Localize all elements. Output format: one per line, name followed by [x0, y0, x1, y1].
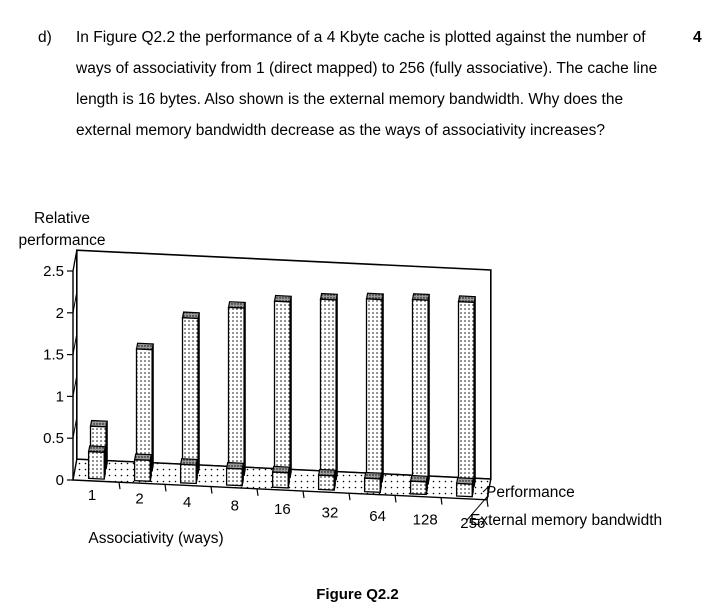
bar-front: [409, 480, 427, 496]
bar-front: [319, 298, 337, 481]
series-label-leader: [482, 485, 490, 493]
bar-performance: [319, 292, 338, 481]
bar-bandwidth: [317, 468, 337, 491]
bar-performance: [135, 342, 154, 472]
y-axis-label-line2: performance: [18, 232, 105, 249]
x-tick-label: 256: [460, 515, 485, 532]
y-wall-tick: [72, 333, 78, 355]
series-label: External memory bandwidth: [470, 512, 662, 529]
bar-performance: [181, 311, 200, 474]
y-tick-label: 1: [56, 388, 64, 405]
bar-front: [363, 477, 381, 493]
bar-front: [411, 298, 429, 485]
bar-bandwidth: [179, 458, 199, 485]
x-tick-label: 16: [274, 501, 291, 518]
x-tick-label: 4: [183, 494, 191, 511]
y-wall-tick: [72, 375, 78, 397]
x-tick-label: 64: [369, 508, 386, 525]
bar-front: [457, 301, 475, 487]
x-tick-label: 32: [322, 505, 339, 522]
x-tick: [486, 499, 489, 507]
bar-bandwidth: [133, 453, 153, 482]
question-text: In Figure Q2.2 the performance of a 4 Kb…: [76, 29, 658, 139]
y-axis-label-line1: Relative: [34, 210, 90, 227]
bar-front: [227, 306, 245, 476]
x-axis-label: Associativity (ways): [88, 530, 223, 547]
bar-performance: [411, 293, 430, 485]
y-wall-tick: [72, 250, 78, 272]
bar-bandwidth: [409, 474, 429, 496]
bar-bandwidth: [363, 471, 383, 493]
question-label: d): [38, 29, 52, 46]
y-tick-label: 2.5: [43, 263, 64, 280]
bar-bandwidth: [271, 465, 291, 489]
bar-performance: [273, 294, 292, 479]
bar-performance: [365, 292, 384, 483]
x-tick-label: 1: [88, 487, 96, 504]
y-tick-label: 0: [56, 472, 64, 489]
bar-front: [273, 300, 291, 479]
x-tick-label: 2: [135, 491, 143, 508]
y-wall-tick: [72, 291, 78, 313]
y-tick-label: 2: [56, 305, 64, 322]
x-tick: [256, 488, 259, 496]
bar-bandwidth: [87, 445, 107, 480]
x-tick: [394, 495, 397, 503]
chart-bars: [87, 292, 476, 498]
x-tick: [302, 490, 305, 499]
chart-labels: 0 0.5 1 1.5 2 2.5 Relative performance 1 2 4 8 16 32 6…: [18, 210, 662, 547]
bar-bandwidth: [455, 477, 475, 498]
figure-caption: Figure Q2.2: [316, 586, 399, 603]
bar-front: [317, 474, 335, 491]
y-tick-label: 1.5: [43, 347, 64, 364]
y-wall-tick: [72, 459, 78, 481]
x-tick-label: 128: [413, 512, 438, 529]
x-tick: [440, 497, 443, 505]
x-tick-label: 8: [231, 498, 239, 515]
x-tick: [118, 482, 121, 490]
bar-front: [365, 298, 383, 483]
y-tick-label: 0.5: [43, 430, 64, 447]
bar-front: [271, 471, 289, 489]
bar-bandwidth: [225, 461, 245, 487]
x-tick: [164, 484, 167, 492]
bar-front: [87, 450, 105, 480]
bar-front: [133, 459, 151, 482]
series-label: Performance: [486, 484, 575, 501]
bar-front: [181, 317, 199, 474]
bar-performance: [227, 301, 246, 476]
x-tick: [348, 493, 351, 501]
bar-front: [179, 463, 197, 485]
bar-performance: [457, 295, 476, 487]
bar-front: [455, 482, 473, 498]
question-marks: 4: [693, 29, 702, 46]
x-tick: [210, 486, 213, 494]
bar-front: [135, 348, 153, 472]
y-wall-tick: [72, 417, 78, 439]
bar-front: [225, 467, 243, 487]
series-label-leader: [466, 495, 489, 521]
